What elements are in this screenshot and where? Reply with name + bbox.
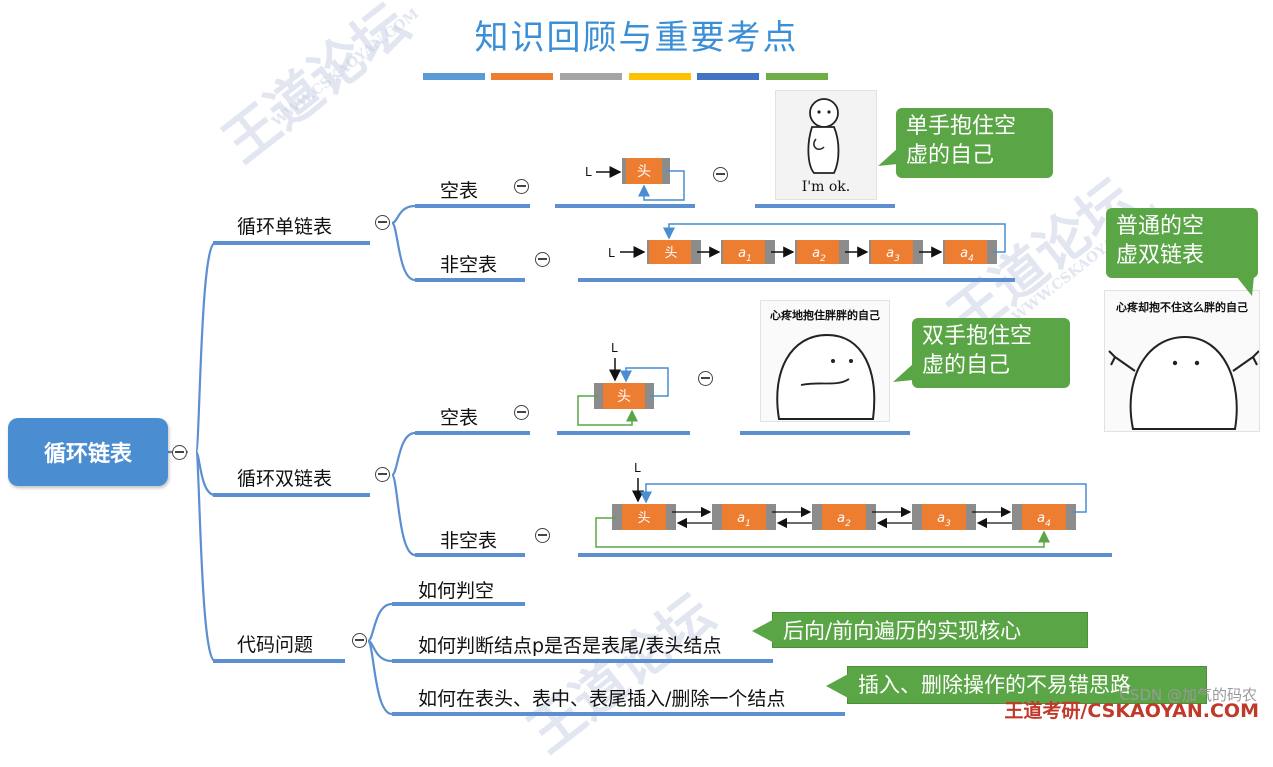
code-item-check-tail-head[interactable]: 如何判断结点p是否是表尾/表头结点 [418,635,722,657]
sticker-hug-two: 心疼地抱住胖胖的自己 [760,300,890,422]
branch-single-empty[interactable]: 空表 [440,180,479,202]
list-node-label: 头 [637,511,650,526]
pointer-label: L [585,165,592,179]
collapse-single-empty-diagram-icon[interactable] [713,167,728,182]
list-node-fill [649,240,691,264]
color-bar-4 [629,73,691,80]
sticker-caption: I'm ok. [801,179,851,195]
list-node-fill [722,504,766,530]
sticker-caption: 心疼却抱不住这么胖的自己 [1116,301,1248,314]
color-bar-3 [560,73,622,80]
csdn-credit: CSDN @加气的码农 [1119,686,1257,704]
callout-double-hug: 双手抱住空 虚的自己 [912,318,1070,388]
sticker-im-ok: I'm ok. [775,90,877,200]
footer-brand: 王道考研/CSKAOYAN.COM [1004,700,1259,722]
branch-single-linked[interactable]: 循环单链表 [237,216,333,238]
callout-single-hug-pointer-icon [878,148,898,166]
list-node-fill [622,504,666,530]
collapse-double-empty-diagram-icon[interactable] [698,371,713,386]
head-node-label: 头 [637,164,651,180]
color-bar-5 [697,73,759,80]
list-node-fill [871,240,913,264]
list-node-fill [822,504,866,530]
code-item-check-empty[interactable]: 如何判空 [418,580,495,602]
collapse-double-nonempty-icon[interactable] [535,528,550,543]
svg-text:L: L [611,341,618,355]
callout-traverse-pointer-icon [752,618,776,644]
list-node-fill [922,504,966,530]
pointer-label: L [634,461,641,475]
callout-ops-pointer-icon [826,673,850,699]
callout-double-hug-pointer-icon [893,364,913,382]
sticker-caption: 心疼地抱住胖胖的自己 [770,309,880,322]
list-node-fill [1022,504,1066,530]
color-bar-6 [766,73,828,80]
color-bar-2 [491,73,553,80]
collapse-root-icon[interactable] [172,445,187,460]
collapse-single-empty-icon[interactable] [514,179,529,194]
callout-double-list: 普通的空 虚双链表 [1106,208,1258,278]
callout-ops: 插入、删除操作的不易错思路 [847,666,1207,704]
pointer-label: L [608,246,615,260]
list-node-fill [797,240,839,264]
callout-double-list-pointer-icon [1236,276,1254,296]
code-item-insert-delete[interactable]: 如何在表头、表中、表尾插入/删除一个结点 [418,688,786,710]
circular-pointer [663,223,1006,253]
callout-single-hug: 单手抱住空 虚的自己 [896,108,1053,178]
collapse-single-icon[interactable] [375,215,390,230]
collapse-double-icon[interactable] [375,467,390,482]
branch-single-nonempty[interactable]: 非空表 [440,254,498,276]
circular-prior-pointer [595,517,1050,548]
branch-double-empty[interactable]: 空表 [440,407,479,429]
list-node-fill [723,240,765,264]
collapse-double-empty-icon[interactable] [514,405,529,420]
branch-double-nonempty[interactable]: 非空表 [440,530,498,552]
collapse-single-nonempty-icon[interactable] [535,252,550,267]
sticker-cant-hug: 心疼却抱不住这么胖的自己 [1104,290,1260,432]
circular-next-pointer [640,483,1087,513]
sticker-blob-arms-icon [1108,335,1259,430]
root-label: 循环链表 [43,442,132,467]
color-bar-1 [423,73,485,80]
branch-code-issues[interactable]: 代码问题 [237,634,314,656]
callout-traverse: 后向/前向遍历的实现核心 [772,612,1088,648]
svg-text:头: 头 [617,389,631,405]
list-node-fill [945,240,987,264]
sticker-blob-icon [776,333,876,420]
branch-double-linked[interactable]: 循环双链表 [237,468,333,490]
collapse-code-icon[interactable] [352,633,367,648]
root-node[interactable]: 循环链表 [8,418,168,486]
list-node-label: 头 [664,246,677,261]
page-title: 知识回顾与重要考点 [474,18,799,58]
sticker-figure-icon [807,98,840,174]
